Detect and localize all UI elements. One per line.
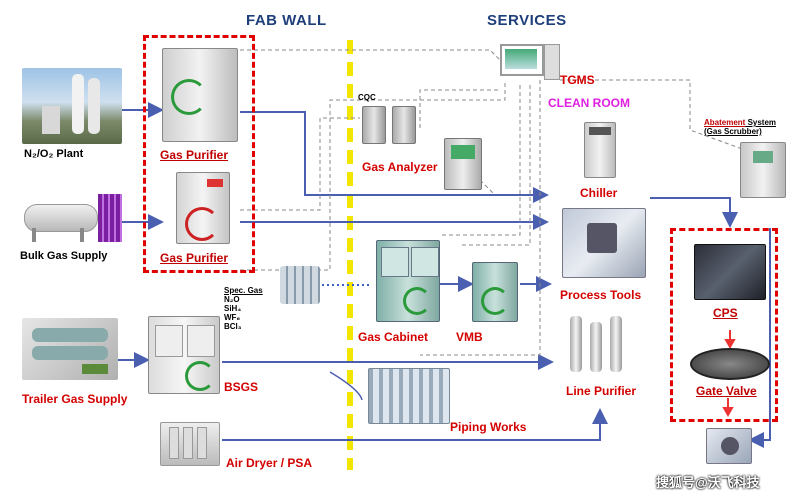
chiller-image (584, 122, 616, 178)
n2o2-plant-image (22, 68, 122, 144)
spec-gas-item: N₂O (224, 295, 240, 304)
flow-purifier1-to-tools (240, 111, 549, 203)
line-purifier-image (566, 312, 634, 376)
cqc-unit-2 (392, 106, 416, 144)
process-tools-image (562, 208, 646, 278)
clean-room-label: CLEAN ROOM (548, 96, 630, 110)
gas-analyzer-label: Gas Analyzer (362, 160, 438, 174)
cqc-unit-1 (362, 106, 386, 144)
flow-abatement-to-pump (748, 228, 771, 448)
abatement-image (740, 142, 786, 198)
air-dryer-image (160, 422, 220, 466)
gas-cylinders-image (280, 262, 324, 308)
trailer-gas-supply-label: Trailer Gas Supply (22, 392, 128, 406)
gas-purifier-1-image (162, 48, 238, 142)
gas-analyzer-image (444, 138, 482, 190)
cps-label: CPS (713, 306, 738, 320)
trailer-image (22, 318, 118, 380)
cps-gate-valve-group (670, 228, 778, 422)
gas-purifier-group (143, 35, 255, 273)
spec-gas-title: Spec. Gas (224, 286, 263, 295)
header-fab-wall: FAB WALL (246, 12, 327, 29)
tgms-computer-image (500, 44, 560, 82)
vmb-label: VMB (456, 330, 483, 344)
n2o2-plant-label: N₂/O₂ Plant (24, 148, 84, 160)
spec-gas-item: BCl₃ (224, 322, 242, 331)
abatement-label-word: Abatement (704, 118, 746, 127)
spec-gas-list: Spec. Gas N₂O SiH₄ WF₆ BCl₃ (224, 286, 263, 331)
header-services: SERVICES (487, 12, 567, 29)
flow-tools-to-abatement (650, 197, 738, 228)
vmb-image (472, 262, 518, 322)
gas-purifier-1-label: Gas Purifier (160, 148, 229, 162)
air-dryer-label: Air Dryer / PSA (226, 456, 313, 470)
chiller-label: Chiller (580, 186, 618, 200)
piping-works-image (368, 368, 450, 424)
watermark: 搜狐号@沃飞科技 (656, 475, 760, 490)
vacuum-pump-image (706, 428, 752, 464)
abatement-label-system: System (745, 118, 777, 127)
flow-air-to-tools (222, 408, 608, 441)
line-purifier-label: Line Purifier (566, 384, 637, 398)
gate-valve-image (690, 348, 770, 380)
process-tools-label: Process Tools (560, 288, 642, 302)
spec-gas-item: WF₆ (224, 313, 241, 322)
gate-valve-label: Gate Valve (696, 384, 757, 398)
cqc-label: CQC (358, 93, 376, 102)
gas-purifier-2-image (176, 172, 230, 244)
cps-image (694, 244, 766, 300)
bulk-gas-supply-label: Bulk Gas Supply (20, 250, 108, 262)
gas-cabinet-image (376, 240, 440, 322)
abatement-label: Abatement System (Gas Scrubber) (704, 118, 776, 136)
tgms-label: TGMS (560, 73, 595, 87)
gas-scrubber-label: (Gas Scrubber) (704, 127, 762, 136)
bsgs-image (148, 316, 220, 394)
gas-cabinet-label: Gas Cabinet (358, 330, 429, 344)
bsgs-label: BSGS (224, 380, 259, 394)
bulk-tank-image (22, 188, 122, 246)
spec-gas-item: SiH₄ (224, 304, 242, 313)
piping-works-label: Piping Works (450, 420, 527, 434)
gas-purifier-2-label: Gas Purifier (160, 251, 229, 265)
